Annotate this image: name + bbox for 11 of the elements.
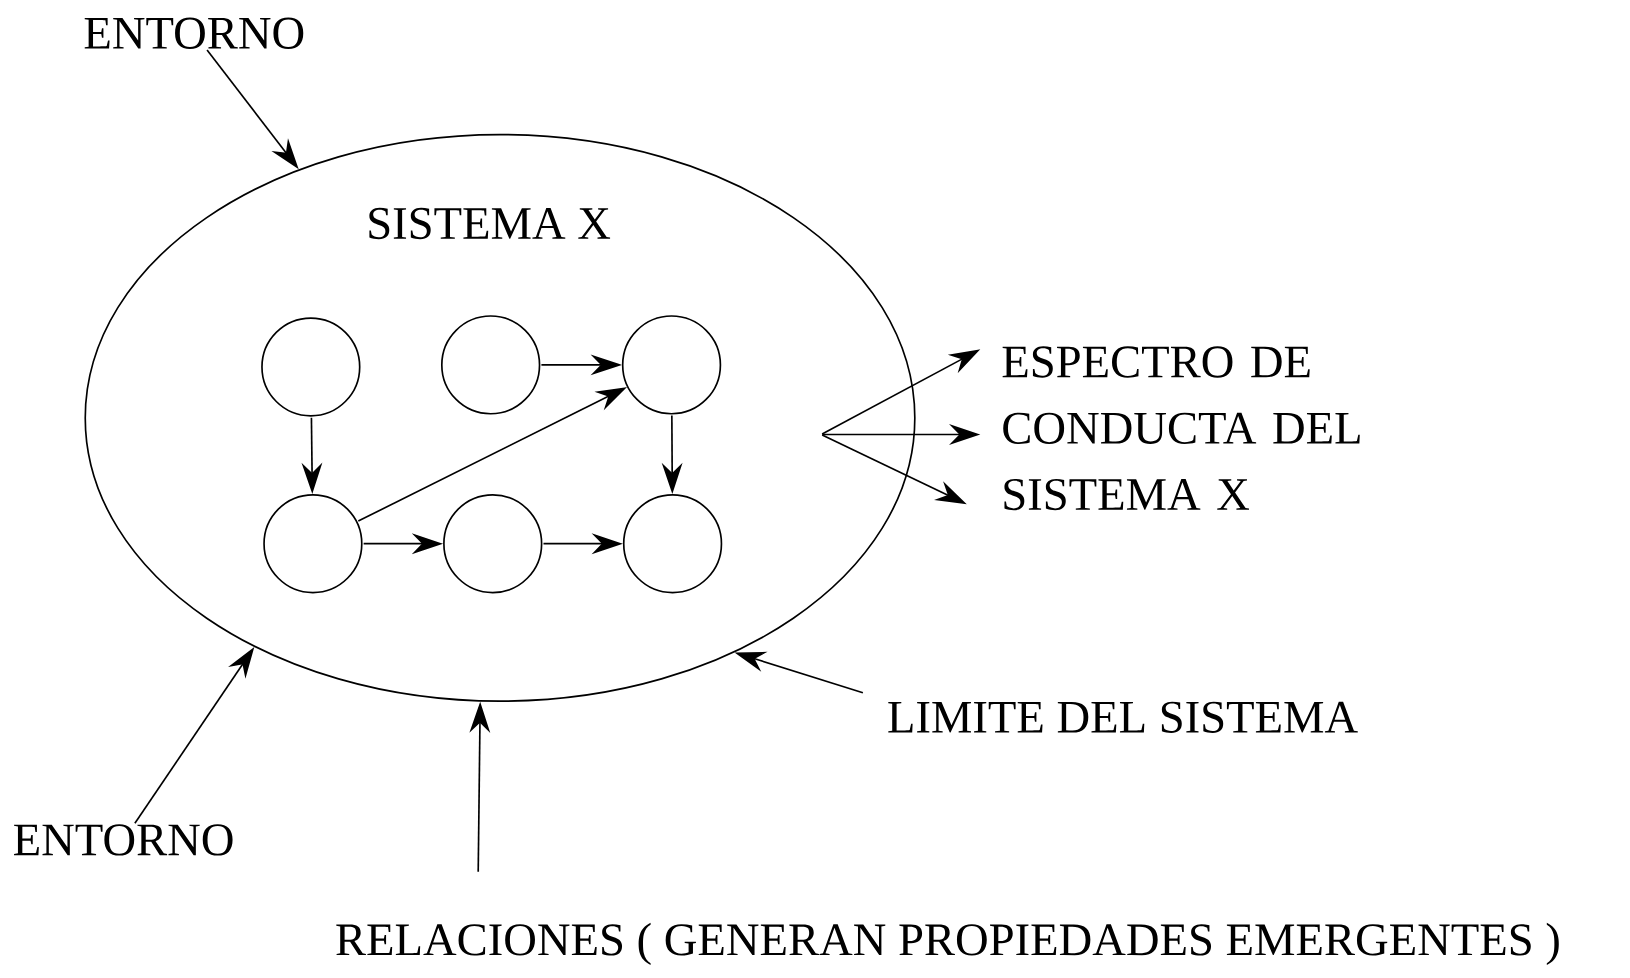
label-text: LIMITE DEL SISTEMA <box>888 701 1358 733</box>
element-circle <box>261 317 361 417</box>
element-circle <box>443 493 543 594</box>
label-text: RELACIONES ( GENERAN PROPIEDADES EMERGENTES ) <box>336 922 1559 965</box>
element-circle <box>441 315 541 415</box>
element-circle <box>622 493 723 594</box>
label-text: ESPECTRO DE CONDUCTA DEL SISTEMA X <box>1002 346 1360 511</box>
element-circle <box>621 315 722 415</box>
label-text: ENTORNO <box>14 824 233 856</box>
label-text: ENTORNO <box>84 17 304 49</box>
element-circle <box>263 493 363 594</box>
